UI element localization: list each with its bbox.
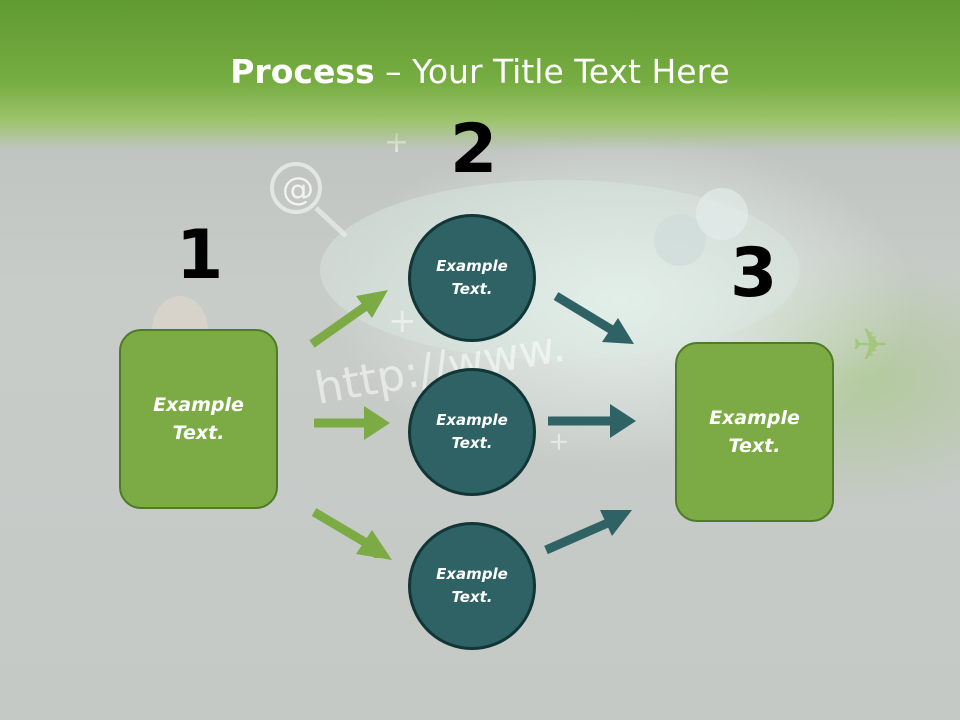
slide-title: Process – Your Title Text Here: [0, 52, 960, 91]
circle-middle-text: Example Text.: [436, 410, 508, 452]
step-1-box: Example Text.: [119, 329, 278, 509]
circle-top-text: Example Text.: [436, 256, 508, 298]
arrow-from-top: [553, 292, 634, 344]
step-number-2: 2: [450, 110, 498, 189]
circle-middle: Example Text.: [408, 368, 536, 496]
step-number-3: 3: [730, 234, 778, 313]
disc-icon: [696, 188, 748, 240]
magnifier-handle: [314, 206, 348, 238]
arrow-to-middle: [314, 406, 390, 440]
step-3-box: Example Text.: [675, 342, 834, 522]
airplane-icon: ✈: [852, 320, 889, 371]
circle-bottom-text: Example Text.: [436, 564, 508, 606]
header-band: [0, 0, 960, 150]
at-sign-glyph: @: [282, 170, 314, 208]
title-rest: – Your Title Text Here: [374, 52, 730, 91]
step-3-text: Example Text.: [709, 406, 800, 458]
step-number-1: 1: [176, 216, 224, 295]
title-bold: Process: [230, 52, 375, 91]
arrow-from-middle: [548, 404, 636, 438]
arrow-to-top: [309, 290, 388, 348]
plus-icon: +: [388, 301, 417, 341]
disc-icon: [654, 214, 706, 266]
step-1-text: Example Text.: [153, 393, 244, 445]
arrow-from-bottom: [544, 510, 632, 555]
plus-icon: +: [548, 427, 570, 457]
circle-bottom: Example Text.: [408, 522, 536, 650]
at-sign-icon: [270, 162, 322, 214]
arrow-to-bottom: [311, 508, 392, 560]
circle-top: Example Text.: [408, 214, 536, 342]
